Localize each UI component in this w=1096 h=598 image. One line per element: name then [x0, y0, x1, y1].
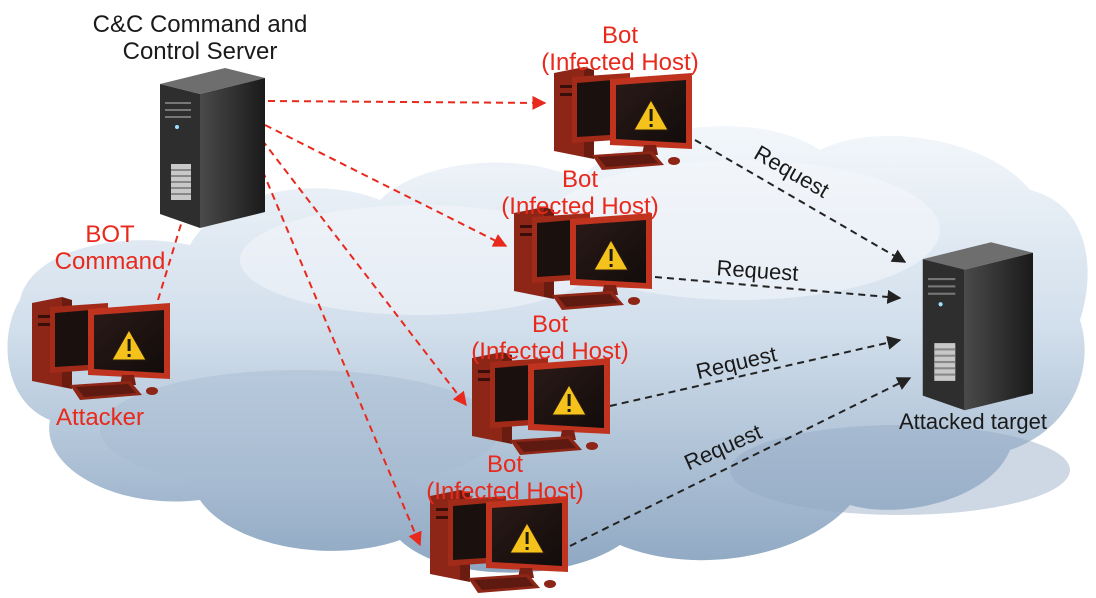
- attacker-label: Attacker: [55, 404, 145, 431]
- command-arrow-cc-to-bot-2: [264, 124, 508, 247]
- command-arrow-cc-to-bot-3: [261, 139, 467, 407]
- cc-server-label: C&C Command and Control Server: [92, 11, 308, 65]
- request-arrow-2: [654, 276, 902, 304]
- cc-server-icon: [160, 68, 265, 228]
- request-arrows: [569, 139, 912, 547]
- request-arrow-3: [609, 335, 902, 407]
- target-server-icon: [922, 242, 1033, 411]
- bot-label-1: Bot (Infected Host): [541, 22, 699, 76]
- bot-label-3: Bot (Infected Host): [471, 311, 629, 365]
- cloud-icon: [7, 126, 1088, 573]
- request-label-2: Request: [716, 255, 799, 286]
- request-arrow-1: [694, 139, 907, 263]
- attacked-target-label: Attacked target: [899, 409, 1047, 434]
- request-arrow-4: [569, 377, 912, 547]
- bot-label-2: Bot (Infected Host): [501, 166, 659, 220]
- command-arrow-cc-to-bot-4: [257, 159, 422, 547]
- bot-command-label: BOT Command: [54, 221, 166, 275]
- command-arrow-cc-to-bot-1: [267, 95, 547, 110]
- bot-label-4: Bot (Infected Host): [426, 451, 584, 505]
